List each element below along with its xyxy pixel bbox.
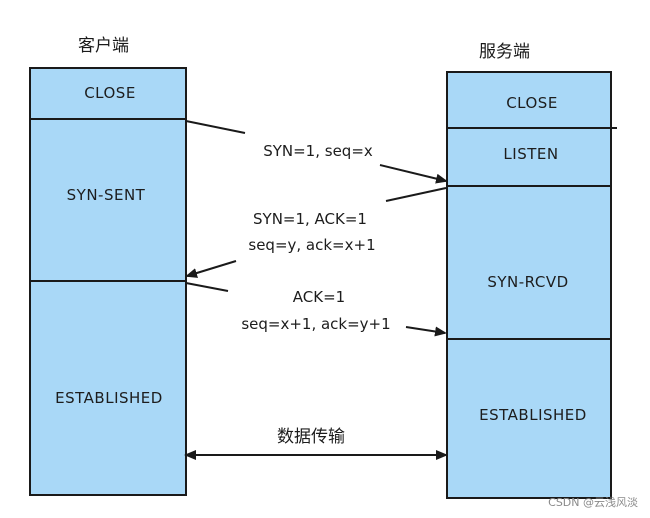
server-column [446, 71, 617, 499]
synack-message-line1: SYN=1, ACK=1 [253, 210, 367, 228]
client-state-close-label: CLOSE [84, 84, 136, 102]
client-state-close-box [29, 67, 187, 120]
client-state-established-box [29, 280, 187, 496]
server-state-established-box [446, 338, 612, 499]
ack-message-line1: ACK=1 [292, 288, 346, 306]
client-state-syn-sent-box [29, 118, 187, 282]
synack-arrow-top [385, 187, 447, 202]
synack-arrow-bottom [185, 260, 237, 278]
syn-message-label: SYN=1, seq=x [263, 142, 373, 160]
syn-arrow [185, 120, 446, 181]
server-state-close-box [446, 71, 612, 129]
synack-message-line2: seq=y, ack=x+1 [248, 236, 376, 254]
ack-arrow-bottom [405, 326, 447, 337]
server-title: 服务端 [479, 42, 530, 62]
server-state-syn-rcvd-box [446, 185, 612, 340]
csdn-watermark: CSDN @云浅风淡 [548, 496, 638, 509]
server-state-listen-label: LISTEN [503, 145, 559, 163]
client-state-established-label: ESTABLISHED [55, 389, 163, 407]
client-title: 客户端 [78, 36, 129, 56]
client-state-syn-sent-label: SYN-SENT [66, 186, 146, 204]
ack-arrow-top [185, 282, 229, 292]
ack-message-line2: seq=x+1, ack=y+1 [241, 315, 391, 333]
client-column [29, 67, 187, 496]
server-state-close-label: CLOSE [506, 94, 558, 112]
server-state-syn-rcvd-label: SYN-RCVD [487, 273, 569, 291]
server-state-established-label: ESTABLISHED [479, 406, 587, 424]
data-transfer-label: 数据传输 [277, 427, 345, 447]
